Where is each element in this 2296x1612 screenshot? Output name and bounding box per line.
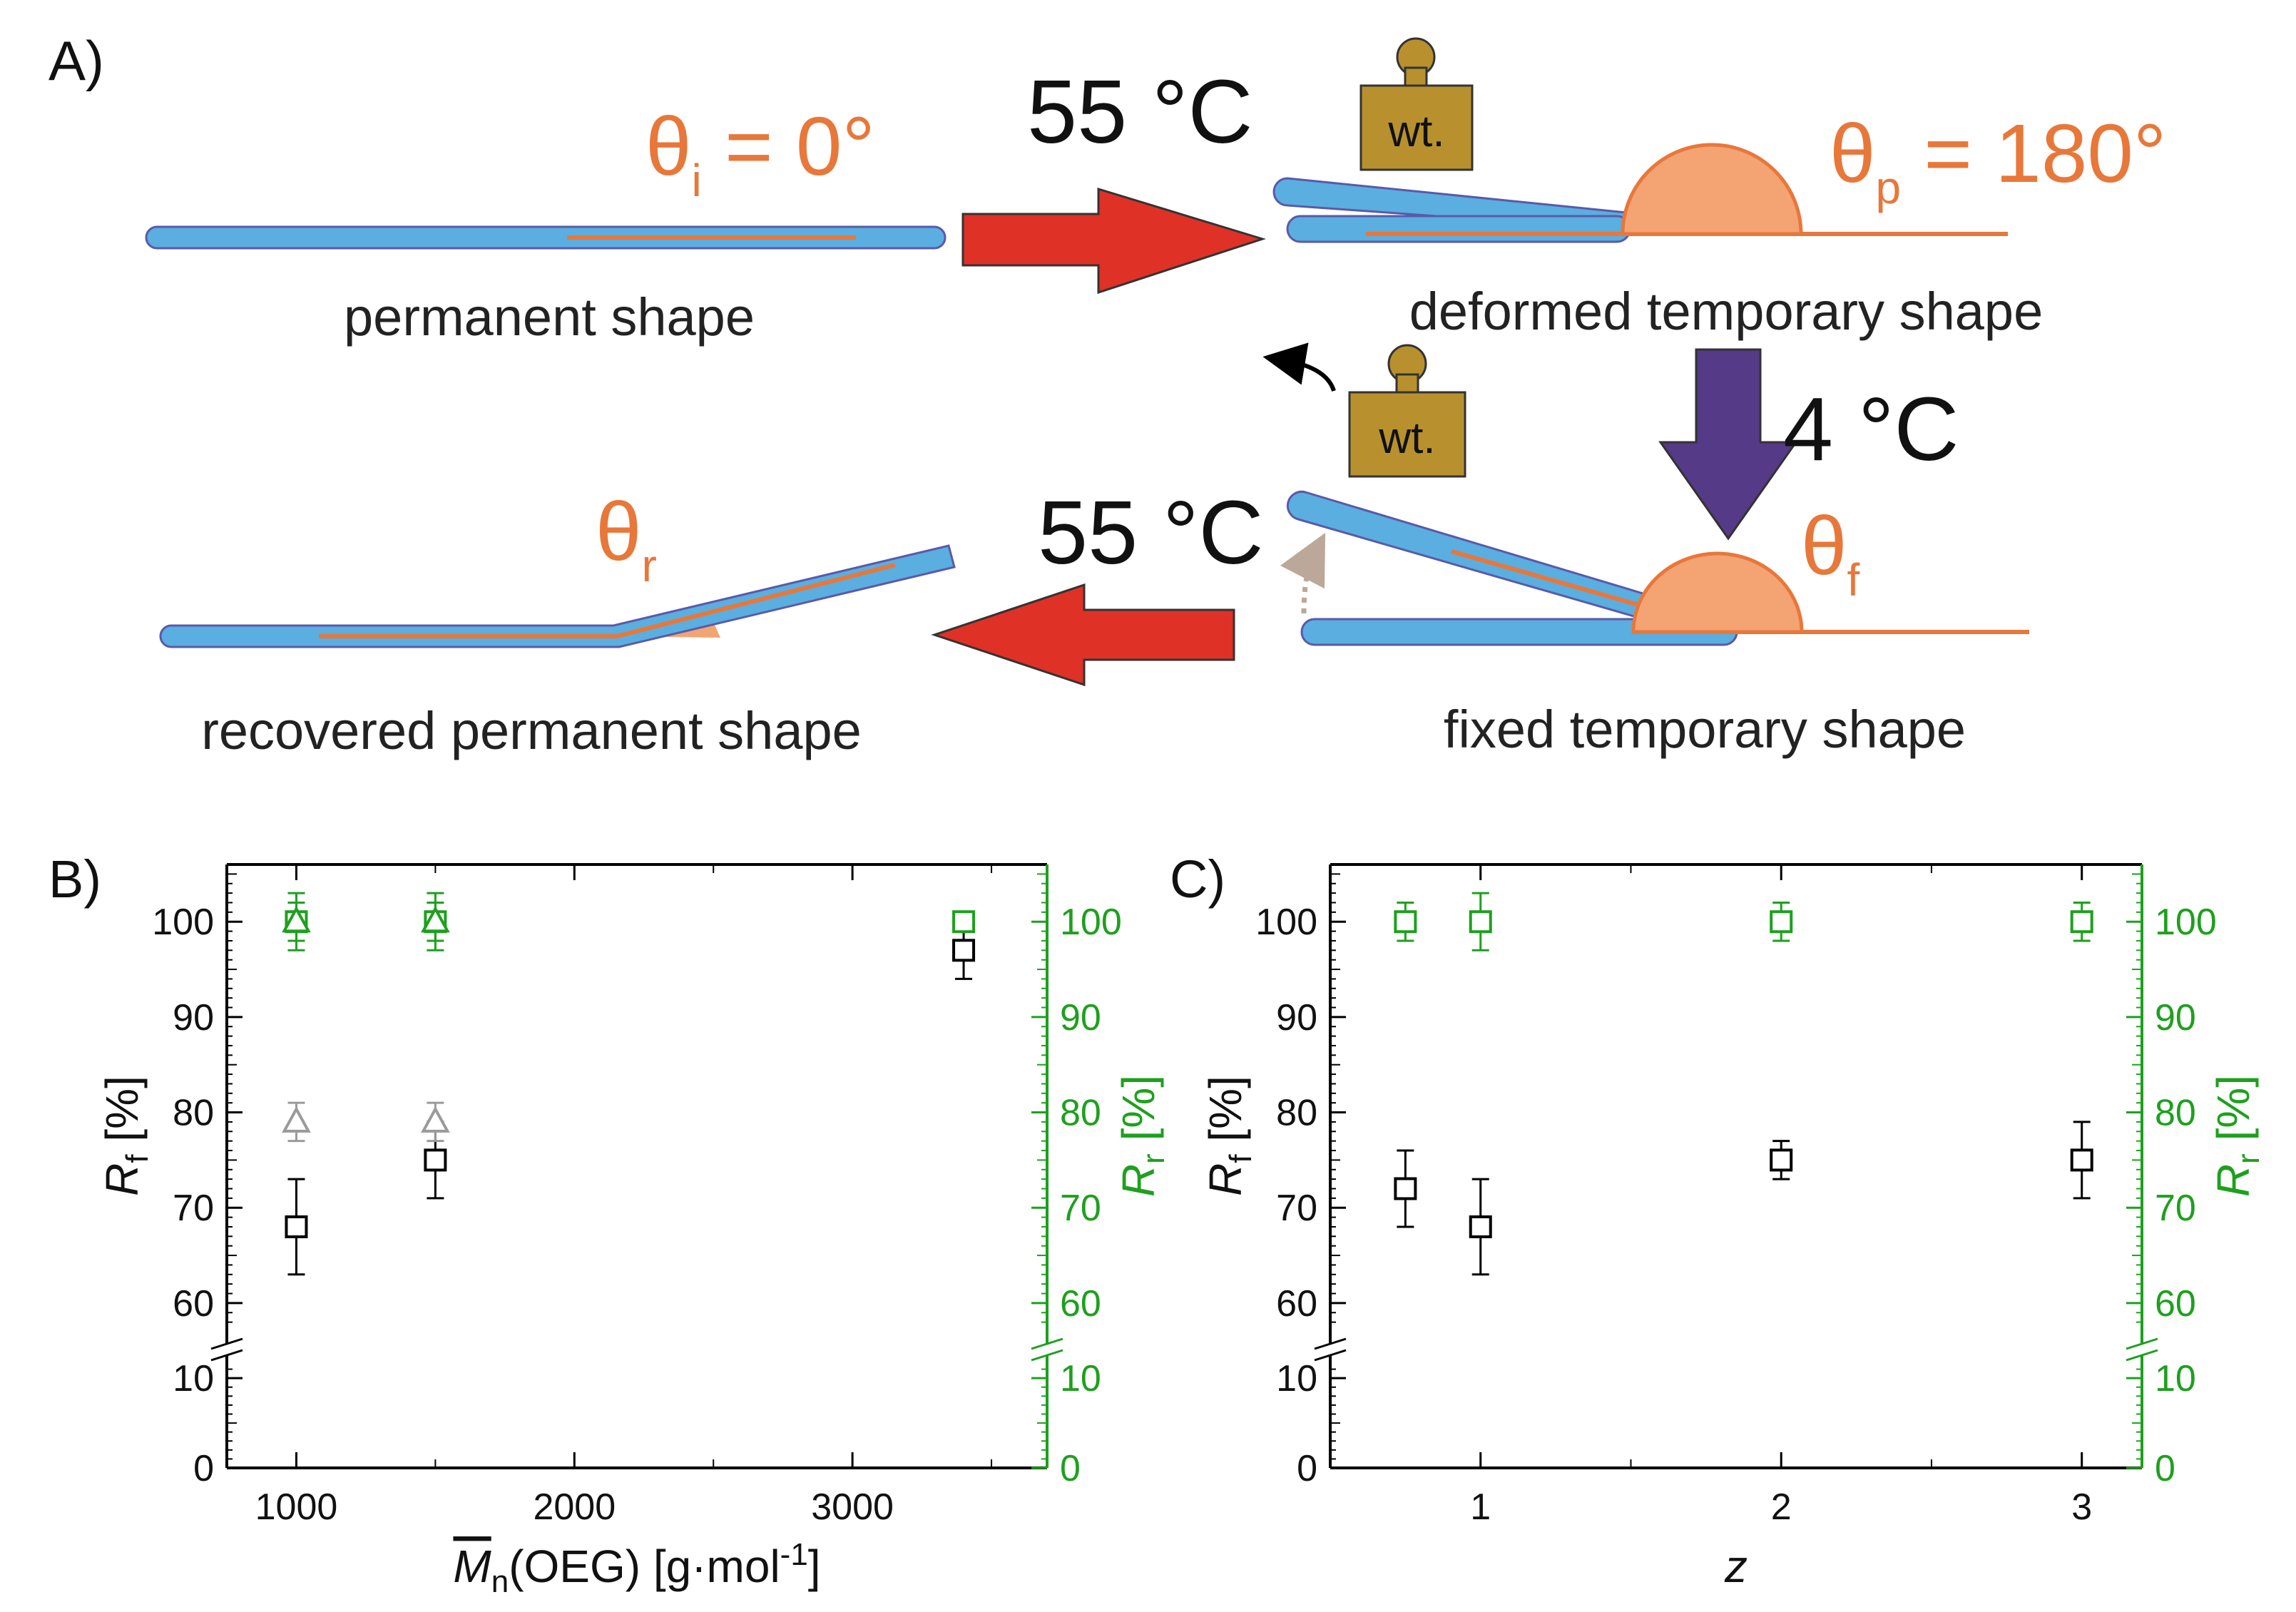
y-axis-label-left: Rf [%] — [1200, 1076, 1258, 1196]
data-point-square — [952, 939, 976, 962]
y-tick-label-right: 90 — [1060, 997, 1101, 1039]
theta-f-label: θf — [1801, 499, 1860, 606]
theta-i-label: θi = 0° — [646, 100, 875, 206]
axis-break-mark-left — [210, 1349, 243, 1362]
y-tick-label-left: 90 — [173, 997, 214, 1039]
y-tick-label-left: 60 — [173, 1283, 214, 1325]
y-tick-label-right: 10 — [2155, 1358, 2196, 1399]
theta-r-label: θr — [596, 485, 657, 591]
y-tick-label-left: 60 — [1276, 1283, 1317, 1325]
data-point-square — [1394, 910, 1417, 934]
axis-break-mark-right — [1031, 1349, 1063, 1362]
y-axis-label-right: Rr [%] — [1113, 1075, 1171, 1197]
weight-label-bottom: wt. — [1378, 414, 1435, 463]
y-tick-label-left: 70 — [173, 1188, 214, 1229]
y-tick-label-left: 10 — [1276, 1358, 1317, 1399]
data-point-triangle — [420, 906, 450, 933]
x-tick-label: 3 — [2071, 1486, 2092, 1528]
panel-label: C) — [1170, 850, 1225, 909]
data-point-square — [2070, 1148, 2093, 1172]
x-tick-label: 3000 — [811, 1486, 894, 1528]
fixed-angle-disc — [1631, 551, 1804, 634]
weight-top: wt. — [1359, 37, 1474, 171]
lift-hint-arrow — [1280, 532, 1326, 614]
data-point-square — [1770, 910, 1793, 934]
chart-c: C) 60 60 70 70 80 80 90 90 100 100 0 0 10 10 1 2 3 z Rf [%]… — [1170, 850, 2266, 1592]
y-tick-label-right: 0 — [2155, 1448, 2175, 1489]
y-tick-label-right: 0 — [1060, 1448, 1081, 1489]
y-tick-label-left: 10 — [173, 1358, 214, 1399]
y-tick-label-right: 80 — [2155, 1093, 2196, 1134]
axis-break-mark-right — [2126, 1349, 2158, 1362]
y-tick-label-right: 100 — [2155, 902, 2217, 943]
x-tick-label: 1 — [1470, 1486, 1491, 1528]
x-axis-label: z — [1724, 1541, 1747, 1592]
data-point-square — [1394, 1177, 1417, 1200]
y-tick-label-right: 70 — [1060, 1188, 1101, 1229]
y-tick-label-right: 90 — [2155, 997, 2196, 1039]
y-tick-label-left: 80 — [1276, 1093, 1317, 1134]
y-tick-label-right: 100 — [1060, 902, 1122, 943]
axis-break-mark-right — [2126, 1337, 2158, 1350]
y-tick-label-left: 100 — [1255, 902, 1317, 943]
x-tick-label: 2000 — [533, 1486, 616, 1528]
x-tick-label: 1000 — [255, 1486, 338, 1528]
temp-cool: 4 °C — [1783, 379, 1959, 479]
x-tick-label: 2 — [1771, 1486, 1792, 1528]
y-tick-label-left: 80 — [173, 1093, 214, 1134]
shape-memory-schematic: A) θi = 0° permanent shape 55 °C wt. θp … — [49, 29, 2166, 760]
label-recovered-shape: recovered permanent shape — [201, 701, 862, 760]
data-point-triangle — [420, 1106, 450, 1133]
axis-break-mark-left — [210, 1337, 243, 1350]
temp-heat-1: 55 °C — [1027, 61, 1253, 162]
data-point-square — [285, 1215, 308, 1238]
x-axis-label: Mn(OEG) [g·mol-1] — [453, 1537, 820, 1599]
y-tick-label-right: 10 — [1060, 1358, 1101, 1399]
label-permanent-shape: permanent shape — [344, 287, 755, 347]
y-tick-label-right: 70 — [2155, 1188, 2196, 1229]
y-tick-label-right: 60 — [2155, 1283, 2196, 1325]
y-tick-label-left: 100 — [152, 902, 214, 943]
heat-arrow-right — [961, 187, 1266, 295]
label-fixed-shape: fixed temporary shape — [1444, 700, 1966, 759]
weight-removal-arrow — [1262, 342, 1336, 392]
deformed-angle-disc — [1621, 143, 1803, 236]
data-point-square — [2070, 910, 2093, 934]
panel-label: B) — [49, 850, 101, 909]
y-axis-label-left: Rf [%] — [96, 1076, 155, 1196]
y-tick-label-left: 0 — [193, 1448, 214, 1489]
y-tick-label-right: 80 — [1060, 1093, 1101, 1134]
axis-break-mark-left — [1314, 1337, 1347, 1350]
data-point-square — [424, 1148, 447, 1172]
label-deformed-shape: deformed temporary shape — [1409, 282, 2043, 341]
y-tick-label-left: 70 — [1276, 1188, 1317, 1229]
recovered-rod — [159, 544, 956, 648]
heat-arrow-left — [931, 583, 1235, 687]
panel-label-a: A) — [49, 29, 104, 92]
recovered-angle-line — [616, 563, 896, 638]
axis-break-mark-right — [1031, 1337, 1063, 1350]
data-point-triangle — [282, 1106, 311, 1133]
data-point-square — [952, 910, 976, 934]
weight-bottom: wt. — [1348, 344, 1466, 478]
deformed-rod-lower — [1286, 215, 1631, 243]
permanent-rod — [145, 225, 947, 250]
cool-arrow-down — [1658, 348, 1798, 541]
data-point-square — [1469, 1215, 1492, 1238]
y-tick-label-right: 60 — [1060, 1283, 1101, 1325]
temp-heat-2: 55 °C — [1038, 482, 1264, 583]
weight-label-top: wt. — [1387, 107, 1444, 156]
y-tick-label-left: 0 — [1297, 1448, 1317, 1489]
data-point-square — [1469, 910, 1492, 934]
axis-break-mark-left — [1314, 1349, 1347, 1362]
y-axis-label-right: Rr [%] — [2208, 1075, 2266, 1197]
data-point-triangle — [282, 906, 311, 933]
theta-p-label: θp = 180° — [1830, 107, 2166, 213]
y-tick-label-left: 90 — [1276, 997, 1317, 1039]
data-point-square — [1770, 1148, 1793, 1172]
